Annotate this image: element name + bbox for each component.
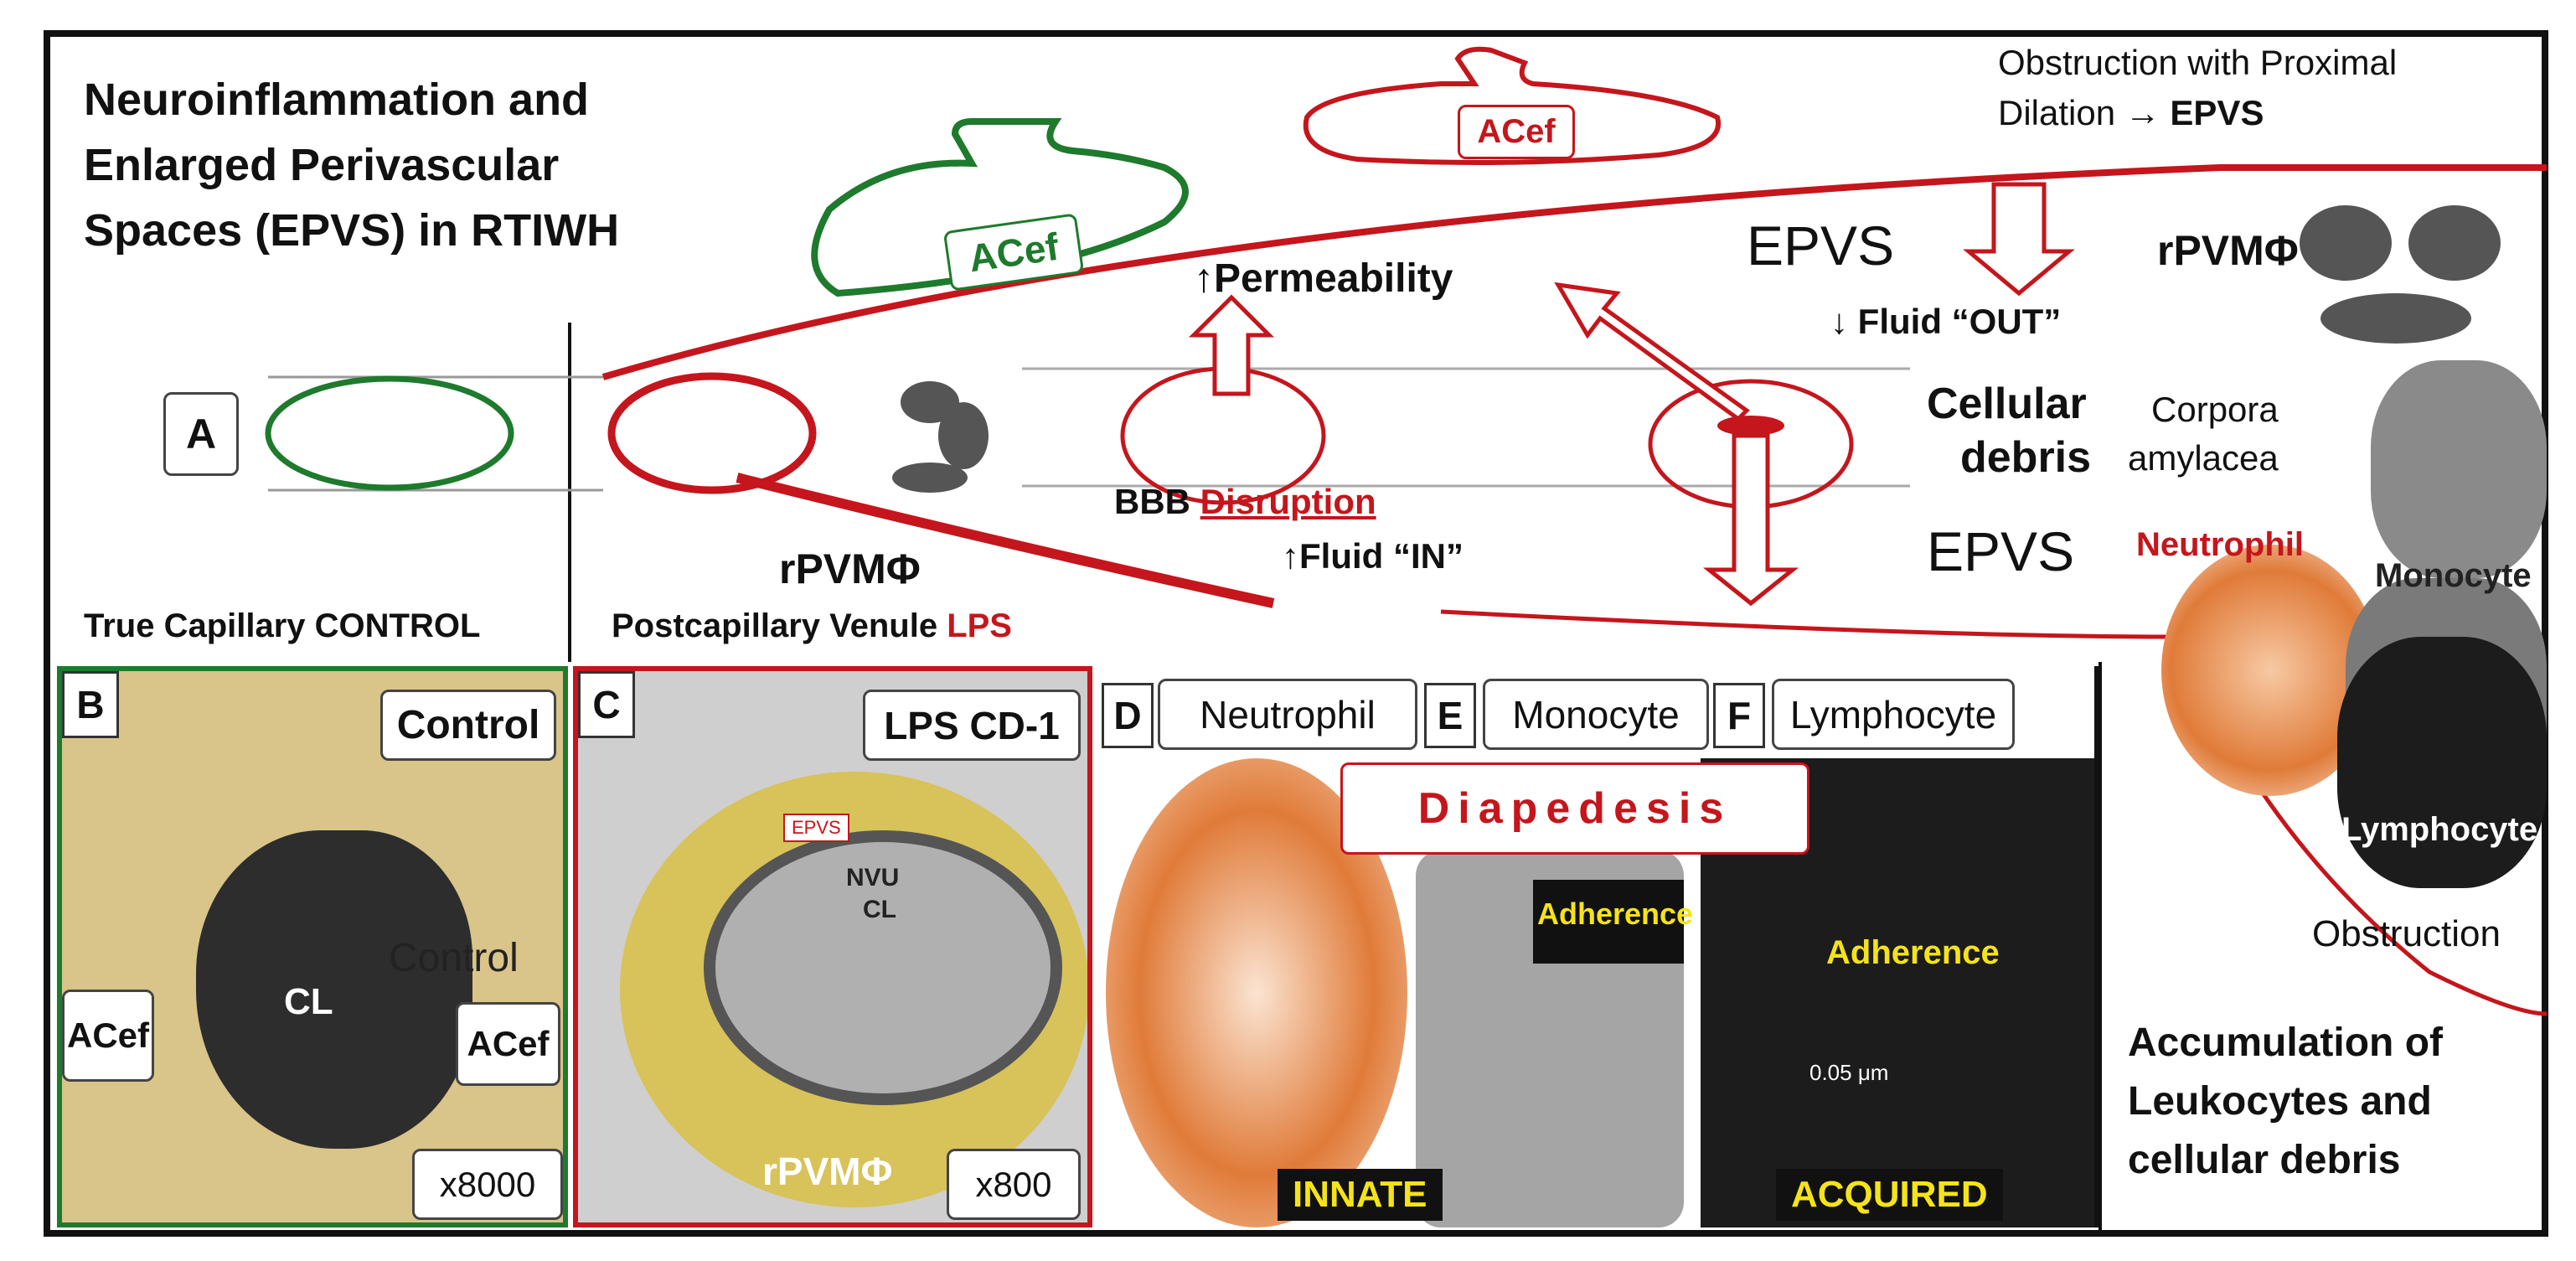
lymphocyte-adherence: Adherence xyxy=(1826,934,2000,971)
obstruction-caption-prefix: Dilation → xyxy=(1998,93,2171,132)
up-arrow-icon: ↑ xyxy=(1194,256,1214,301)
panel-c-lps-label: LPS CD-1 xyxy=(863,690,1081,761)
panel-c-magnification: x800 xyxy=(947,1149,1081,1220)
title-line-2: Enlarged Perivascular xyxy=(84,140,560,190)
figure-title: Neuroinflammation and Enlarged Perivascu… xyxy=(84,67,619,263)
diagonal-arrow xyxy=(1554,282,1750,422)
permeability-label: ↑Permeability xyxy=(1194,256,1453,302)
panel-f-label: Lymphocyte xyxy=(1772,679,2015,750)
obstruction-label: Obstruction xyxy=(2312,913,2501,954)
panel-c-nvu: NVU xyxy=(846,864,900,891)
obstruction-caption-line-2: Dilation → EPVS xyxy=(1998,88,2397,138)
rpvm-silhouette-right xyxy=(2300,205,2501,344)
up-arrow-icon-2: ↑ xyxy=(1282,536,1299,576)
obstruction-arrow xyxy=(1963,182,2075,297)
permeability-arrow xyxy=(1188,294,1275,396)
postcapillary-label: Postcapillary Venule LPS xyxy=(612,607,1012,645)
obstruction-caption-epvs: EPVS xyxy=(2170,93,2264,132)
panel-c: NVU CL EPVS rPVMΦ C LPS CD-1 x800 xyxy=(573,666,1092,1227)
lymphocyte-scale: 0.05 μm xyxy=(1809,1060,1889,1085)
rpvm-silhouette-left xyxy=(892,381,989,493)
rpvm-left-label: rPVMΦ xyxy=(779,545,921,592)
epvs-mid-label: EPVS xyxy=(1927,520,2075,582)
title-line-3: Spaces (EPVS) in RTIWH xyxy=(84,205,620,256)
figure-frame xyxy=(44,30,2548,1237)
panel-b-acef-right: ACef xyxy=(456,1002,560,1086)
panel-f-letter: F xyxy=(1713,683,1765,748)
true-capillary-label: True Capillary CONTROL xyxy=(84,607,481,644)
panel-f-right-border xyxy=(2094,666,2098,1227)
fluid-out-label: ↓ Fluid “OUT” xyxy=(1830,302,2061,342)
lps-venule-ring xyxy=(607,372,817,494)
bbb-prefix: BBB xyxy=(1114,482,1200,521)
panel-d-letter: D xyxy=(1102,683,1154,748)
diapedesis-label: Diapedesis xyxy=(1340,762,1809,855)
capillary-wall xyxy=(268,375,603,492)
cellular-debris-line-1: Cellular xyxy=(1927,380,2087,428)
permeability-text: Permeability xyxy=(1214,256,1453,301)
obstruction-caption-line-1: Obstruction with Proximal xyxy=(1998,43,2398,82)
lymphocyte-cell-image xyxy=(2337,637,2547,888)
panel-def: Adherence Adherence 0.05 μm D Neutrophil… xyxy=(1097,666,2098,1227)
panel-b-cl: CL xyxy=(284,981,333,1022)
corpora-line-2: amylacea xyxy=(2128,438,2279,478)
right-divider xyxy=(2098,662,2102,1232)
green-acef-endfoot xyxy=(811,118,1189,297)
downward-arrow xyxy=(1702,433,1799,607)
accumulation-caption: Accumulation of Leukocytes and cellular … xyxy=(2128,1014,2443,1190)
obstruction-plug xyxy=(1717,416,1784,436)
lymphocyte-right-label: Lymphocyte xyxy=(2341,811,2538,848)
innate-label: INNATE xyxy=(1278,1169,1443,1221)
panel-c-epvs-tag: EPVS xyxy=(783,814,849,842)
panel-b-magnification: x8000 xyxy=(412,1149,563,1220)
panel-e-letter: E xyxy=(1424,683,1476,748)
capillary-lumen-image xyxy=(196,830,472,1149)
down-arrow-icon: ↓ xyxy=(1830,302,1848,341)
panel-d-label: Neutrophil xyxy=(1158,679,1417,750)
title-line-1: Neuroinflammation and xyxy=(84,75,590,125)
bbb-disruption-label: BBB Disruption xyxy=(1114,482,1376,522)
control-capillary-ring xyxy=(265,375,514,491)
fluid-in-label: ↑Fluid “IN” xyxy=(1282,536,1464,576)
acquired-label: ACQUIRED xyxy=(1776,1169,2003,1221)
postcapillary-lps: LPS xyxy=(947,607,1012,644)
neutrophil-right-label: Neutrophil xyxy=(2136,526,2304,563)
panel-c-rpvm: rPVMΦ xyxy=(762,1150,893,1193)
accumulation-line-1: Accumulation of xyxy=(2128,1021,2444,1065)
venule-lower-wall-thick xyxy=(736,473,1275,608)
corpora-amylacea-label: Corpora amylacea xyxy=(2128,385,2279,483)
panel-e-label: Monocyte xyxy=(1483,679,1709,750)
obstruction-caption: Obstruction with Proximal Dilation → EPV… xyxy=(1998,38,2397,138)
panel-a-letter: A xyxy=(163,392,239,476)
bbb-disruption-text: Disruption xyxy=(1200,482,1376,521)
panel-c-cl: CL xyxy=(863,896,896,923)
panel-b-control-label: Control xyxy=(380,690,556,761)
panel-b-acef-left: ACef xyxy=(62,990,154,1082)
monocyte-adherence-band xyxy=(1533,880,1684,964)
cellular-debris-line-2: debris xyxy=(1960,433,2092,482)
monocyte-right-label: Monocyte xyxy=(2375,557,2532,594)
fluid-out-text: Fluid “OUT” xyxy=(1857,302,2062,341)
fluid-in-text: Fluid “IN” xyxy=(1299,536,1464,576)
accumulation-line-3: cellular debris xyxy=(2128,1138,2401,1182)
venule-upper-wall xyxy=(601,164,2547,380)
postcapillary-prefix: Postcapillary Venule xyxy=(612,607,947,644)
panel-c-letter: C xyxy=(578,671,635,738)
corpora-line-1: Corpora xyxy=(2151,390,2279,429)
monocyte-adherence: Adherence xyxy=(1537,897,1694,931)
epvs-top-label: EPVS xyxy=(1747,214,1895,276)
corpora-cell-image xyxy=(2371,360,2547,578)
panel-b: CL Control B Control ACef ACef x8000 xyxy=(57,666,568,1227)
cellular-debris-label: Cellular debris xyxy=(1927,377,2091,484)
rpvm-right-label: rPVMΦ xyxy=(2157,227,2299,274)
panel-b-control-overlay: Control xyxy=(389,936,519,980)
panel-b-letter: B xyxy=(62,671,119,738)
accumulation-line-2: Leukocytes and xyxy=(2128,1079,2432,1124)
acef-red-label: ACef xyxy=(1458,105,1575,159)
